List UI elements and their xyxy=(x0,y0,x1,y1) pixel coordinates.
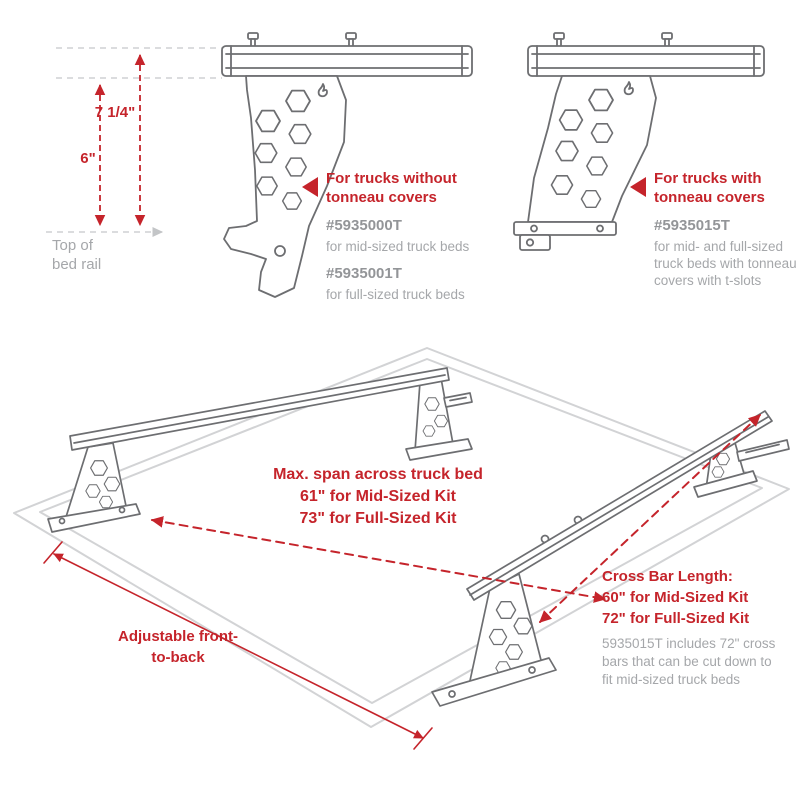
cross-bar-profile xyxy=(221,45,473,77)
callout-title: For trucks without tonneau covers xyxy=(326,170,457,206)
rear-cross-bar-assembly xyxy=(47,367,473,533)
dimension-arrows xyxy=(94,53,146,227)
t-bolt-icon xyxy=(345,32,357,48)
span-line-1: Max. span across truck bed xyxy=(273,466,483,483)
crossbar-detail: 5935015T includes 72" cross bars that ca… xyxy=(602,636,776,687)
crossbar-length-arrow xyxy=(539,414,761,623)
mount-foot xyxy=(513,221,617,236)
adjustable-arrow xyxy=(53,553,424,739)
bracket-no-tonneau-illustration xyxy=(221,32,473,298)
max-span-note: Max. span across truck bed 61" for Mid-S… xyxy=(268,464,488,530)
dim-lower-label: 6" xyxy=(80,150,96,167)
flame-logo-icon xyxy=(623,81,634,96)
accessory-tab xyxy=(736,439,790,462)
bolt-hole xyxy=(274,245,286,257)
bracket-tonneau-illustration xyxy=(513,32,765,251)
measurement-arrows xyxy=(43,414,761,750)
span-line-3: 73" for Full-Sized Kit xyxy=(299,510,457,527)
callout-title: For trucks with tonneau covers xyxy=(654,170,765,206)
bracket-plate xyxy=(223,75,347,298)
accessory-tab xyxy=(443,392,473,408)
t-bolt-icon xyxy=(247,32,259,48)
adjustable-note: Adjustable front-to-back xyxy=(118,628,238,666)
dimension-guides xyxy=(46,47,222,238)
bolt-hole xyxy=(528,666,536,674)
mount-foot xyxy=(431,657,557,707)
crossbar-title: Cross Bar Length: xyxy=(602,568,733,585)
bolt-hole xyxy=(448,690,456,698)
t-bolt-icon xyxy=(553,32,565,48)
bolt-hole xyxy=(58,517,66,525)
part-number: #5935000T xyxy=(326,217,402,234)
part-number: #5935015T xyxy=(654,217,730,234)
leg-plate xyxy=(414,377,454,452)
bolt-hole xyxy=(118,506,126,514)
callout-pointer-right xyxy=(630,177,646,197)
flame-logo-icon xyxy=(317,83,328,98)
bolt-hole xyxy=(530,224,538,233)
bolt-hole xyxy=(525,238,535,247)
part-description: for mid-sized truck beds xyxy=(326,239,470,254)
callout-pointer-left xyxy=(302,177,318,197)
crossbar-line-2: 72" for Full-Sized Kit xyxy=(602,610,750,627)
part-description: for full-sized truck beds xyxy=(326,287,465,302)
dimension-tick xyxy=(43,541,63,564)
cross-bar-profile xyxy=(527,45,765,77)
bed-rail-label: Top of bed rail xyxy=(52,237,102,273)
dimension-tick xyxy=(413,727,433,750)
mount-foot xyxy=(47,503,141,533)
t-bolt-icon xyxy=(661,32,673,48)
part-description: for mid- and full-sized truck beds with … xyxy=(654,239,797,288)
part-number: #5935001T xyxy=(326,265,402,282)
callout-tonneau: For trucks with tonneau covers #5935015T… xyxy=(654,169,799,289)
crossbar-line-1: 60" for Mid-Sized Kit xyxy=(602,589,749,606)
bolt-hole xyxy=(596,224,604,233)
callout-no-tonneau: For trucks without tonneau covers #59350… xyxy=(326,169,501,303)
mount-foot xyxy=(405,438,473,461)
crossbar-length-note: Cross Bar Length: 60" for Mid-Sized Kit … xyxy=(602,566,780,689)
dim-upper-label: 7 1/4" xyxy=(94,104,136,121)
rail-clamp xyxy=(519,234,551,251)
span-line-2: 61" for Mid-Sized Kit xyxy=(299,488,457,505)
